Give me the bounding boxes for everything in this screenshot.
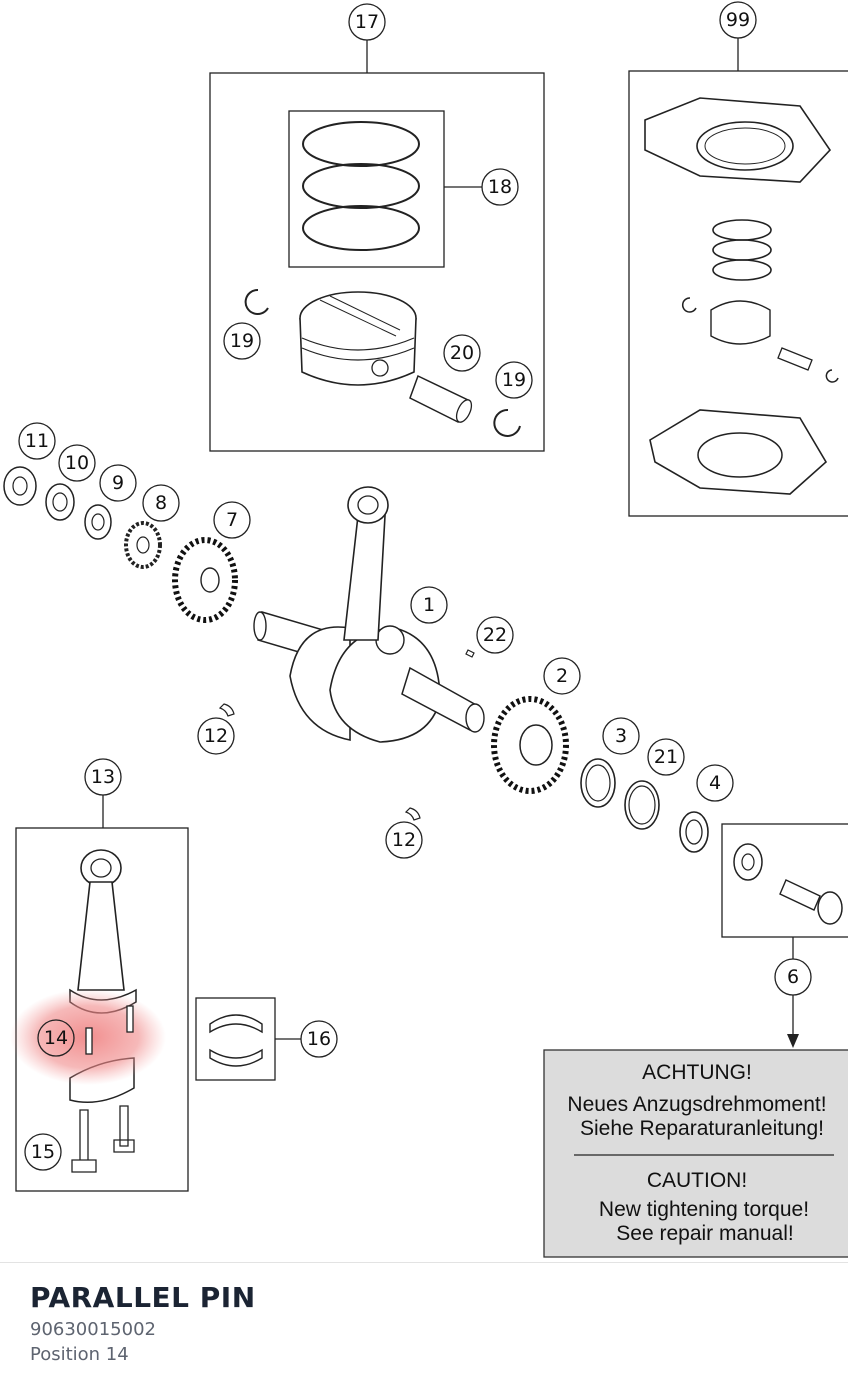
callout-21[interactable]: 21	[647, 738, 685, 776]
circlip-image[interactable]	[244, 288, 269, 315]
notice-de-heading: ACHTUNG!	[642, 1061, 752, 1084]
part-number: 90630015002	[30, 1319, 156, 1340]
washer-image[interactable]	[45, 483, 75, 521]
nut-image[interactable]	[3, 466, 37, 506]
svg-text:18: 18	[488, 176, 512, 198]
collar-nut-image[interactable]	[679, 811, 709, 853]
svg-text:3: 3	[615, 725, 627, 747]
callout-12[interactable]: 12	[197, 717, 235, 755]
svg-text:16: 16	[307, 1028, 331, 1050]
notice-en-line2: See repair manual!	[616, 1222, 793, 1245]
callout-15[interactable]: 15	[24, 1133, 62, 1171]
notice-en-heading: CAUTION!	[647, 1169, 747, 1192]
callout-19[interactable]: 19	[495, 361, 533, 399]
svg-text:4: 4	[709, 772, 721, 794]
callout-18[interactable]: 18	[481, 168, 519, 206]
notice-de-line1: Neues Anzugsdrehmoment!	[567, 1093, 826, 1116]
callout-99[interactable]: 99	[719, 1, 757, 39]
svg-text:6: 6	[787, 966, 799, 988]
svg-text:19: 19	[230, 330, 254, 352]
svg-text:12: 12	[392, 829, 416, 851]
svg-text:12: 12	[204, 725, 228, 747]
gear-image[interactable]	[172, 537, 238, 623]
svg-text:99: 99	[726, 9, 750, 31]
torque-warning-notice: ACHTUNG! Neues Anzugsdrehmoment! Siehe R…	[543, 1049, 848, 1258]
thrust-washer-image[interactable]	[580, 758, 616, 808]
piston-image[interactable]	[299, 291, 417, 386]
callout-10[interactable]: 10	[58, 444, 96, 482]
svg-text:13: 13	[91, 766, 115, 788]
shim-washer-image[interactable]	[624, 780, 660, 830]
callout-14[interactable]: 14	[37, 1019, 75, 1057]
svg-text:22: 22	[483, 624, 507, 646]
selected-part-panel: PARALLEL PIN 90630015002 Position 14	[0, 1262, 848, 1391]
callout-4[interactable]: 4	[696, 764, 734, 802]
callout-19[interactable]: 19	[223, 322, 261, 360]
callout-1[interactable]: 1	[410, 586, 448, 624]
bolt-group[interactable]	[721, 823, 848, 1048]
svg-text:20: 20	[450, 342, 474, 364]
svg-text:11: 11	[25, 430, 49, 452]
callout-20[interactable]: 20	[443, 334, 481, 372]
gasket-kit-group[interactable]	[628, 38, 848, 517]
notice-de-line2: Siehe Reparaturanleitung!	[580, 1117, 824, 1140]
crankshaft-image[interactable]	[253, 486, 485, 743]
part-name: PARALLEL PIN	[30, 1281, 256, 1314]
callout-9[interactable]: 9	[99, 464, 137, 502]
svg-text:2: 2	[556, 665, 568, 687]
callout-7[interactable]: 7	[213, 501, 251, 539]
exploded-parts-diagram: 17 99 18 19 20 19 11 10 9 8 7 1 22 2 12 …	[3, 1, 848, 1258]
callout-8[interactable]: 8	[142, 484, 180, 522]
svg-text:8: 8	[155, 492, 167, 514]
piston-kit-group[interactable]	[209, 40, 545, 452]
primary-gear-image[interactable]	[491, 696, 569, 794]
callout-13[interactable]: 13	[84, 758, 122, 796]
notice-en-line1: New tightening torque!	[599, 1198, 809, 1221]
svg-text:19: 19	[502, 369, 526, 391]
svg-text:17: 17	[355, 11, 379, 33]
woodruff-key-image[interactable]	[218, 703, 235, 717]
callout-22[interactable]: 22	[476, 616, 514, 654]
part-position: Position 14	[30, 1344, 129, 1365]
callout-2[interactable]: 2	[543, 657, 581, 695]
callout-3[interactable]: 3	[602, 717, 640, 755]
small-gear-image[interactable]	[124, 521, 162, 569]
callout-16[interactable]: 16	[300, 1020, 338, 1058]
circlip-image[interactable]	[493, 408, 521, 437]
callout-17[interactable]: 17	[348, 3, 386, 41]
callout-6[interactable]: 6	[774, 958, 812, 996]
woodruff-key-image[interactable]	[465, 649, 475, 658]
svg-text:21: 21	[654, 746, 678, 768]
piston-pin-image[interactable]	[409, 374, 475, 424]
svg-text:9: 9	[112, 472, 124, 494]
bearing-shell-group[interactable]	[195, 997, 301, 1081]
svg-text:10: 10	[65, 452, 89, 474]
parallel-pin-image[interactable]	[85, 1005, 134, 1055]
woodruff-key-image[interactable]	[404, 807, 421, 821]
piston-ring-set-image[interactable]	[288, 110, 445, 268]
svg-text:15: 15	[31, 1141, 55, 1163]
callout-11[interactable]: 11	[18, 422, 56, 460]
callout-12[interactable]: 12	[385, 821, 423, 859]
spacer-washer-image[interactable]	[84, 504, 112, 540]
svg-text:7: 7	[226, 509, 238, 531]
svg-text:14: 14	[44, 1027, 68, 1049]
svg-text:1: 1	[423, 594, 435, 616]
